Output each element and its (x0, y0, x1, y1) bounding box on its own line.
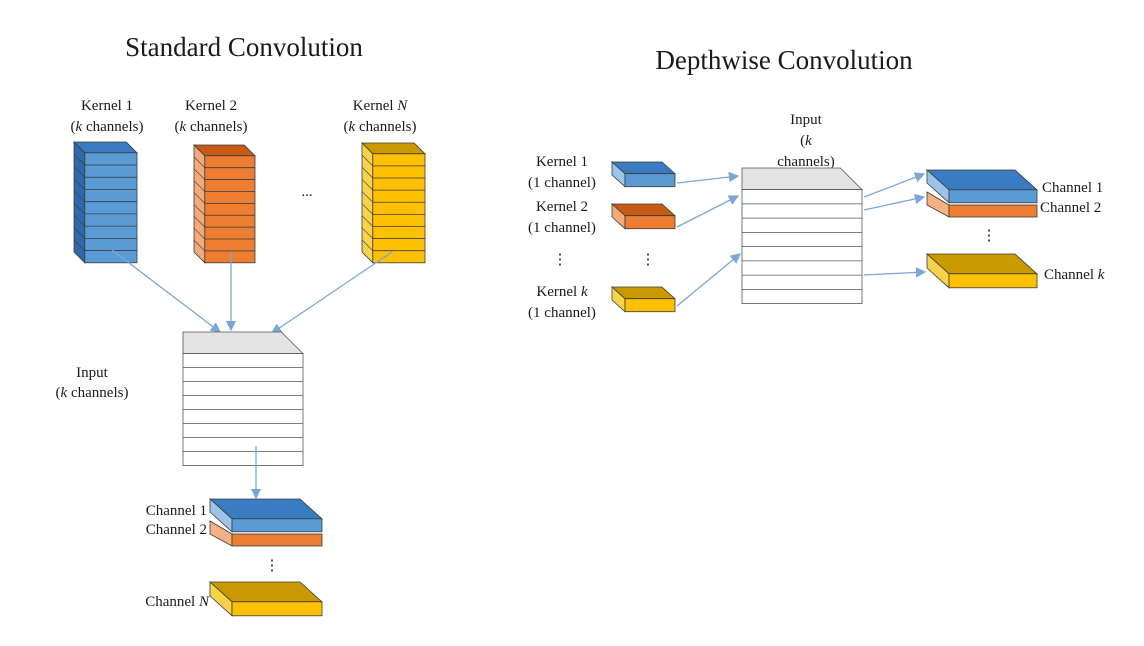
dw-kernel-1-label: Kernel 1 (536, 154, 588, 170)
dw-output-channel-k: Channel k (1044, 267, 1105, 283)
std-kernel-2-sublabel: (k channels) (175, 119, 248, 135)
dw-arrow-out-k (863, 267, 927, 278)
dw-input-sublabel-2: channels) (777, 154, 834, 170)
dw-output-channel-2: Channel 2 (1040, 200, 1101, 216)
std-input-block (182, 331, 304, 467)
dw-kernel-2-sublabel: (1 channel) (528, 220, 596, 236)
dw-output-channel-k-block (925, 253, 1039, 289)
std-kernel-1-block (73, 141, 138, 264)
std-output-channel-n-block (208, 581, 324, 617)
dw-arrow-out-1 (863, 172, 926, 198)
dw-arrow-out-2 (863, 193, 926, 211)
std-output-channel-1: Channel 1 (146, 503, 207, 519)
standard-title: Standard Convolution (125, 32, 363, 62)
std-output-dots: ⋮ (265, 558, 280, 574)
dw-input-label: Input (790, 112, 822, 128)
dw-kernel-2-label: Kernel 2 (536, 199, 588, 215)
dw-kernel-dots-left: ⋮ (553, 252, 568, 268)
dw-kernel-1-sublabel: (1 channel) (528, 175, 596, 191)
std-output-block (208, 498, 324, 547)
std-kernel-2-block (193, 144, 256, 264)
dw-arrow-kk (676, 253, 742, 307)
std-kernel-n-sublabel: (k channels) (344, 119, 417, 135)
std-kernel-n-block (361, 142, 426, 264)
std-input-sublabel: (k channels) (56, 385, 129, 401)
std-kernel-1-sublabel: (k channels) (71, 119, 144, 135)
std-kernel-n-label: Kernel N (353, 98, 409, 114)
dw-kernel-k-sublabel: (1 channel) (528, 305, 596, 321)
dw-input-sublabel: (k (800, 133, 812, 149)
std-arrow-kn (270, 251, 393, 334)
dw-arrow-k2 (676, 195, 740, 228)
dw-kernel-dots-right: ⋮ (641, 252, 656, 268)
std-output-channel-2: Channel 2 (146, 522, 207, 538)
std-kernel-1-label: Kernel 1 (81, 98, 133, 114)
dw-kernel-2-block (610, 203, 677, 230)
dw-arrow-k1 (676, 171, 740, 184)
dw-kernel-k-label: Kernel k (536, 284, 588, 300)
dw-output-channel-1: Channel 1 (1042, 180, 1103, 196)
dw-output-dots: ⋮ (982, 228, 997, 244)
dw-output-block (925, 169, 1039, 218)
dw-kernel-1-block (610, 161, 677, 188)
dw-input-block (741, 167, 863, 305)
std-kernel-ellipsis: ... (301, 184, 312, 200)
std-output-channel-n: Channel N (145, 594, 210, 610)
depthwise-title: Depthwise Convolution (655, 45, 913, 75)
std-kernel-2-label: Kernel 2 (185, 98, 237, 114)
std-arrow-k1 (111, 249, 222, 333)
std-input-label: Input (76, 365, 108, 381)
dw-kernel-k-block (610, 286, 677, 313)
